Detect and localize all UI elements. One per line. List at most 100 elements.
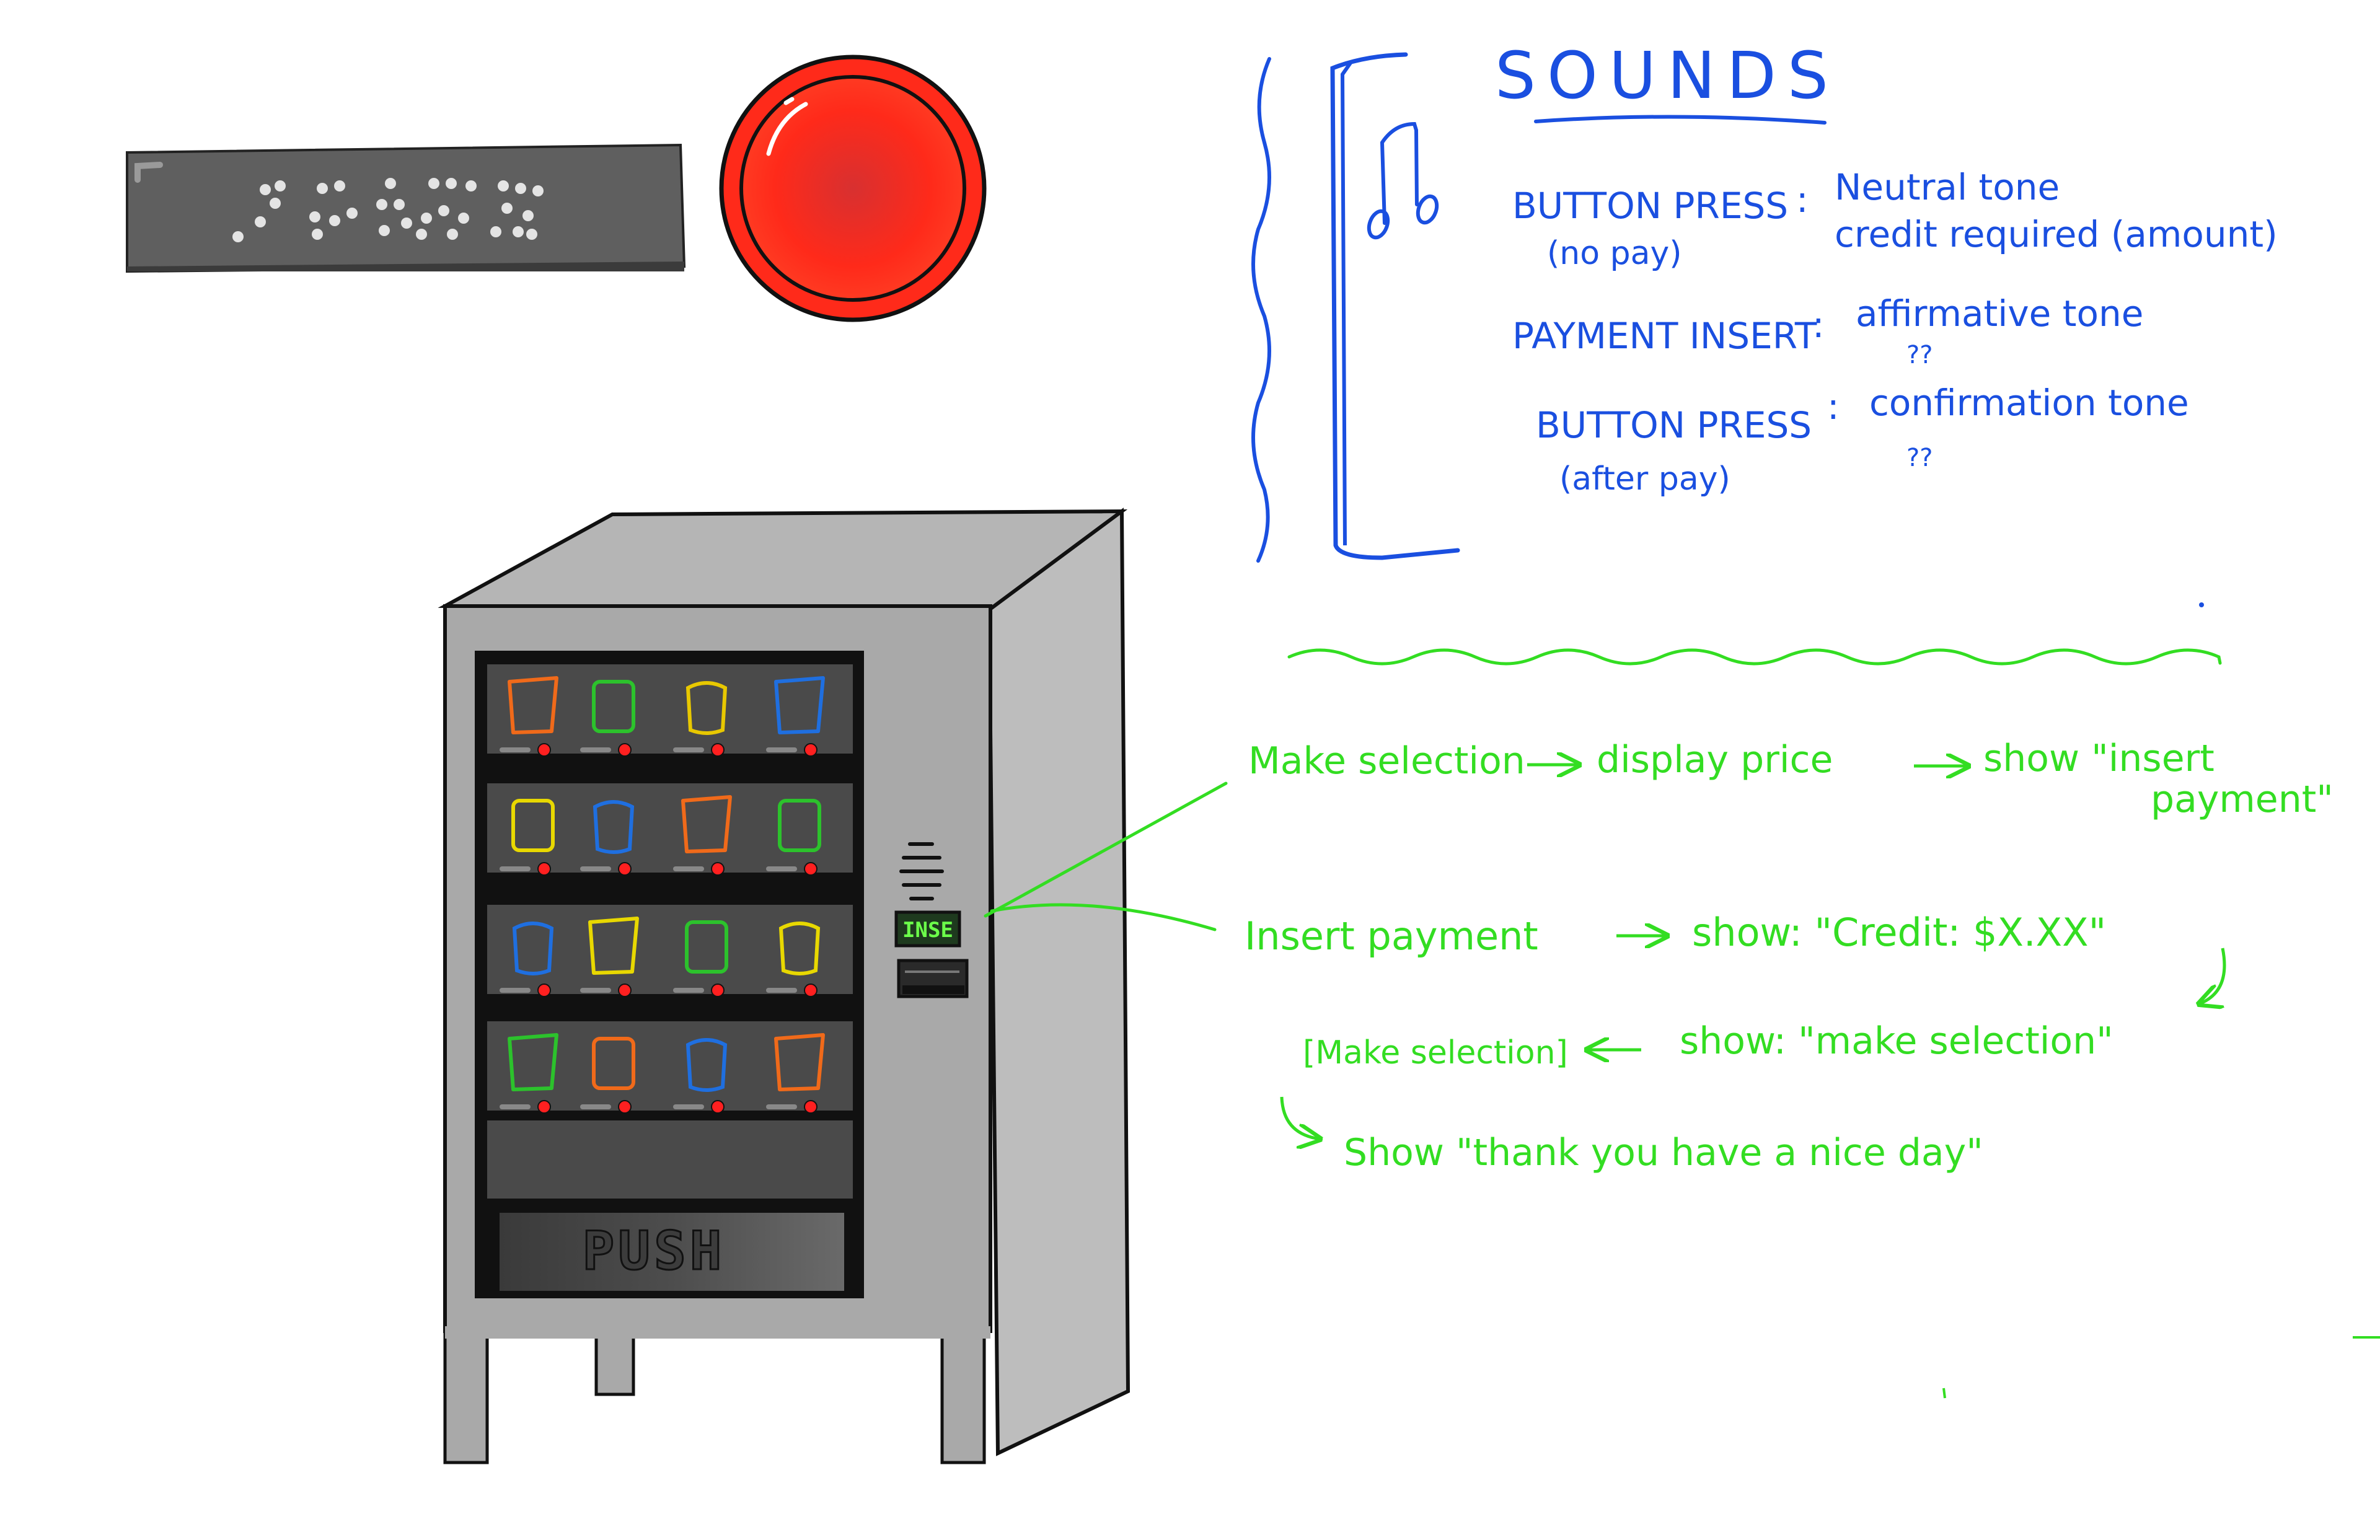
flow-step: Insert payment	[1245, 913, 1538, 959]
flow-note: Make selection display price show "inser…	[984, 648, 2380, 1399]
selection-light[interactable]	[618, 743, 632, 757]
sound-row-sub: (no pay)	[1547, 235, 1682, 272]
selection-light[interactable]	[711, 1100, 725, 1114]
empty-shelf	[485, 1118, 855, 1201]
braille-dot	[346, 208, 358, 219]
shelf	[485, 902, 855, 997]
braille-dot	[255, 216, 266, 227]
braille-dot	[309, 211, 320, 222]
braille-dot	[522, 210, 534, 221]
braille-dot	[501, 203, 513, 214]
selection-light[interactable]	[804, 983, 818, 997]
selection-light[interactable]	[537, 1100, 551, 1114]
product-item	[508, 1033, 558, 1091]
sound-row-colon: :	[1796, 178, 1809, 221]
speaker-grille-icon	[899, 842, 944, 900]
vending-machine: PUSH INSE	[438, 508, 1130, 1464]
braille-dot	[465, 180, 477, 191]
braille-dot	[260, 184, 271, 195]
payment-slot[interactable]	[897, 959, 969, 998]
wavy-bracket	[1251, 57, 1271, 563]
braille-dot	[270, 198, 281, 209]
product-item	[588, 917, 639, 975]
braille-dot	[428, 178, 439, 189]
pointer-line	[984, 781, 1228, 918]
selection-light[interactable]	[711, 862, 725, 876]
product-item	[593, 800, 635, 854]
braille-dot	[416, 229, 427, 240]
push-label: PUSH	[582, 1220, 725, 1282]
braille-dot	[329, 215, 340, 226]
flow-step: show: "make selection"	[1680, 1019, 2113, 1063]
flow-step: Show "thank you have a nice day"	[1344, 1131, 1983, 1174]
flow-step: show: "Credit: $X.XX"	[1692, 910, 2106, 955]
product-item	[778, 922, 821, 975]
product-item	[512, 922, 554, 975]
sound-row-value: confirmation tone	[1869, 382, 2189, 424]
title-underline	[1534, 115, 1827, 125]
selection-light[interactable]	[804, 743, 818, 757]
braille-dot	[232, 231, 244, 242]
braille-dot	[394, 199, 405, 210]
product-item	[592, 680, 635, 733]
braille-dot	[446, 178, 457, 189]
pointer-line	[990, 903, 1217, 931]
braille-dot	[490, 226, 501, 237]
product-item	[681, 795, 732, 853]
braille-dot	[438, 205, 449, 216]
product-item	[685, 681, 728, 735]
sound-row-value: ??	[1906, 341, 1933, 369]
selection-light[interactable]	[711, 983, 725, 997]
divider-squiggle	[1287, 648, 2222, 666]
selection-light[interactable]	[711, 743, 725, 757]
braille-dot	[526, 229, 537, 240]
selection-light[interactable]	[618, 983, 632, 997]
selection-light[interactable]	[804, 862, 818, 876]
product-item	[592, 1037, 635, 1090]
flow-arrow	[2199, 948, 2226, 1004]
braille-dot	[334, 180, 345, 191]
braille-dot	[458, 213, 469, 224]
braille-dot	[401, 218, 412, 229]
product-item	[774, 676, 825, 734]
product-item	[778, 799, 821, 852]
braille-dot	[447, 229, 458, 240]
big-red-button[interactable]	[719, 55, 987, 322]
braille-dot	[421, 213, 432, 224]
display-text: INSE	[902, 918, 953, 943]
braille-dot	[513, 226, 524, 237]
shelf	[485, 1019, 855, 1113]
machine-side	[987, 508, 1130, 1456]
product-item	[508, 676, 558, 734]
braille-dot	[532, 185, 544, 196]
flow-arrow	[1280, 1096, 1320, 1139]
braille-dot	[379, 225, 390, 236]
square-bracket	[1330, 52, 1460, 560]
braille-dots-icon	[232, 178, 544, 242]
flow-step: display price	[1597, 738, 1833, 781]
price-display: INSE	[894, 910, 961, 948]
selection-light[interactable]	[537, 743, 551, 757]
braille-dot	[275, 180, 286, 191]
sound-row-label: PAYMENT INSERT	[1512, 315, 1817, 357]
flow-step: show "insert	[1983, 737, 2215, 780]
selection-light[interactable]	[618, 1100, 632, 1114]
sound-row-label: BUTTON PRESS	[1536, 404, 1812, 446]
braille-dot	[376, 199, 387, 210]
selection-light[interactable]	[804, 1100, 818, 1114]
selection-light[interactable]	[618, 862, 632, 876]
braille-plate	[126, 143, 686, 273]
sound-row-colon: :	[1812, 304, 1825, 346]
sound-row-colon: :	[1827, 385, 1840, 428]
sounds-title: SOUNDS	[1495, 38, 1840, 113]
product-item	[685, 920, 728, 974]
sounds-note: SOUNDS BUTTON PRESS : Neutral tone (no p…	[1251, 38, 2278, 607]
product-item	[685, 1038, 728, 1092]
selection-light[interactable]	[537, 983, 551, 997]
push-door[interactable]	[497, 1210, 847, 1293]
product-item	[511, 799, 555, 852]
selection-light[interactable]	[537, 862, 551, 876]
product-item	[774, 1033, 825, 1091]
flow-step: Make selection	[1248, 739, 1525, 783]
